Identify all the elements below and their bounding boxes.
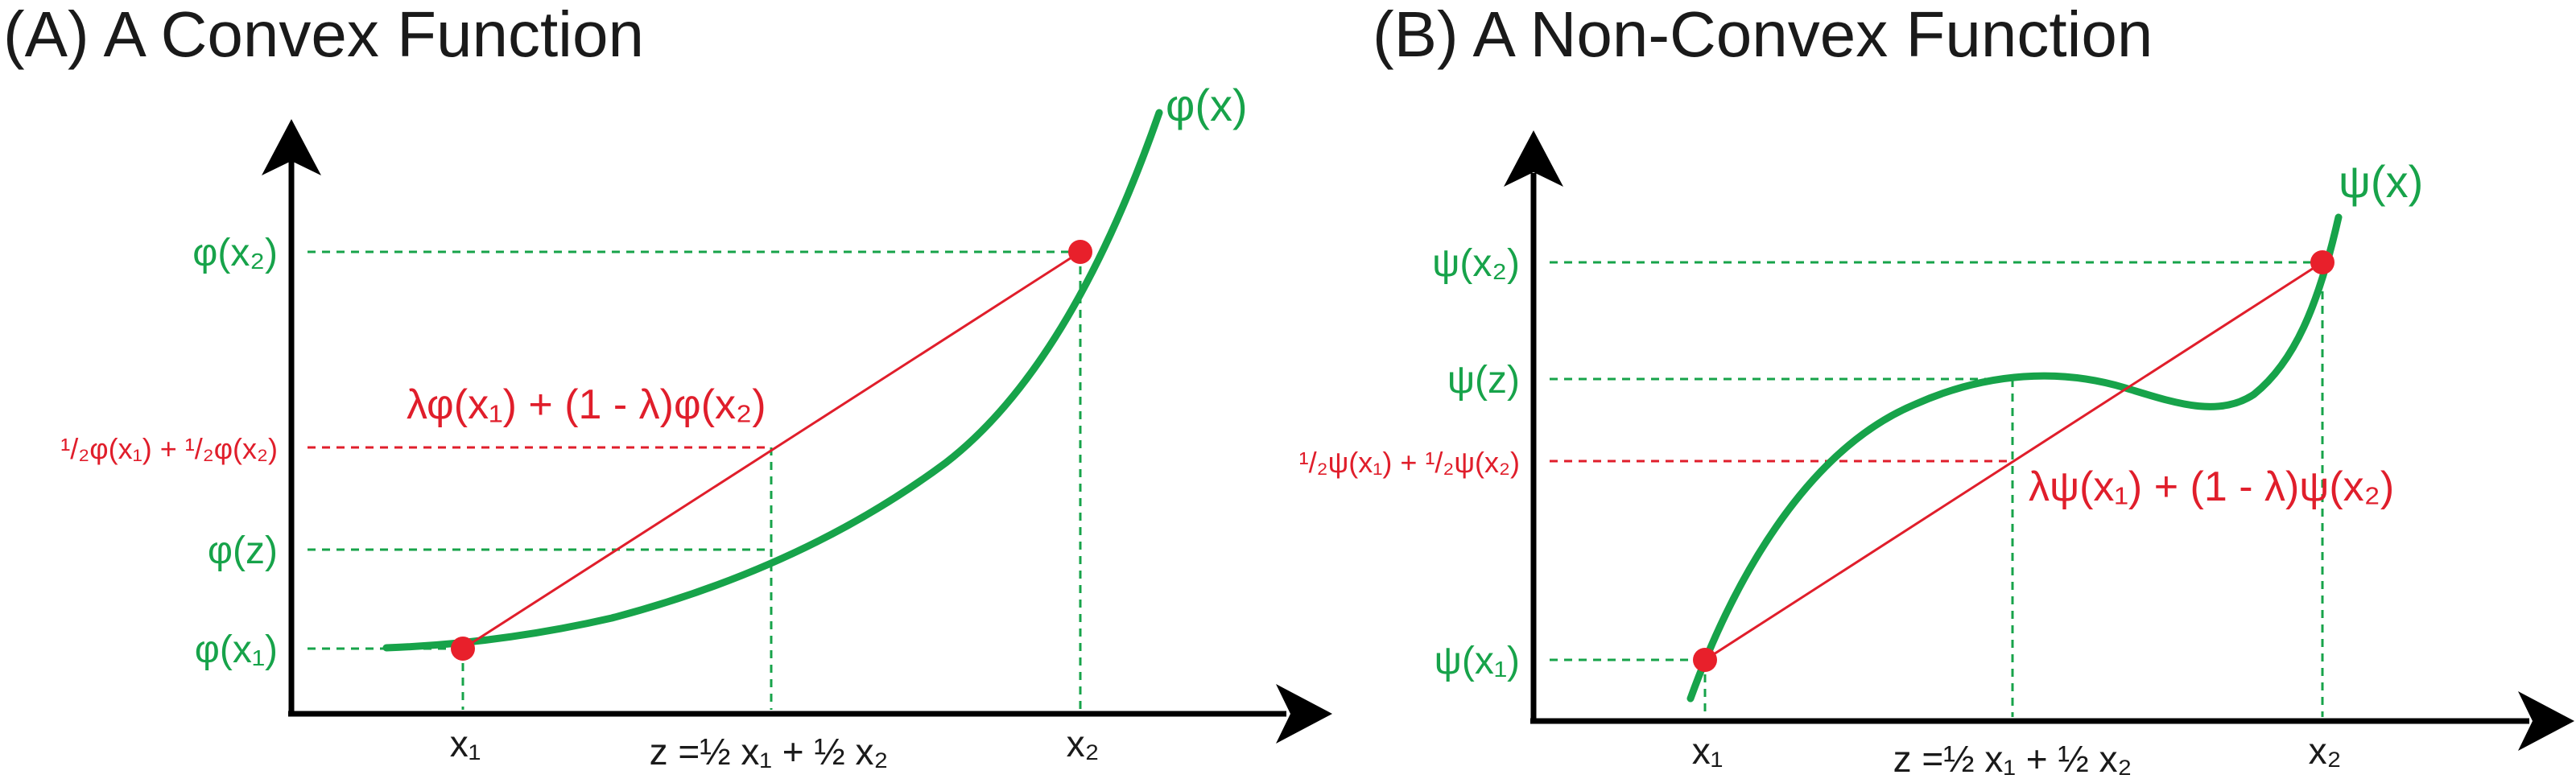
panel-a-label-fx1: φ(x₁) — [195, 628, 278, 671]
panel-a-convex-curve — [382, 109, 1163, 652]
panel-b-label-mix: ¹/₂ψ(x₁) + ¹/₂ψ(x₂) — [1299, 446, 1520, 479]
panel-a-label-mix: ¹/₂φ(x₁) + ¹/₂φ(x₂) — [60, 432, 278, 465]
panel-a-label-fx2: φ(x₂) — [192, 232, 278, 274]
panel-convex: (A) A Convex Function φ(x) φ(x₂) ¹/₂φ(x₁… — [3, 0, 1332, 773]
panel-b-label-fz: ψ(z) — [1447, 359, 1520, 402]
panel-b-point-x1 — [1693, 648, 1717, 672]
panel-a-curve-label: φ(x) — [1166, 80, 1248, 130]
panel-a-chord — [462, 250, 1081, 650]
panel-b-chord — [1704, 261, 2323, 661]
panel-a-chord-label: λφ(x₁) + (1 - λ)φ(x₂) — [407, 381, 766, 428]
panel-a-label-x2: x₂ — [1067, 723, 1100, 764]
panel-a-label-z: z =½ x₁ + ½ x₂ — [650, 731, 889, 773]
panel-b-label-x2: x₂ — [2309, 730, 2342, 772]
panel-a-title: (A) A Convex Function — [3, 0, 644, 70]
panel-b-chord-label: λψ(x₁) + (1 - λ)ψ(x₂) — [2029, 464, 2394, 510]
panel-a-x-arrow — [1276, 684, 1332, 744]
panel-non-convex: (B) A Non-Convex Function ψ(x) ψ(x₂) ψ(z… — [1299, 0, 2574, 780]
panel-b-label-fx1: ψ(x₁) — [1435, 640, 1520, 682]
panel-b-label-x1: x₁ — [1692, 730, 1724, 772]
panel-a-label-x1: x₁ — [450, 723, 481, 764]
panel-a-y-arrow — [262, 119, 321, 175]
panel-b-label-z: z =½ x₁ + ½ x₂ — [1893, 738, 2132, 780]
panel-b-x-arrow — [2518, 691, 2574, 751]
panel-a-label-fz: φ(z) — [208, 530, 278, 572]
panel-a-point-x2 — [1068, 240, 1092, 264]
panel-b-title: (B) A Non-Convex Function — [1373, 0, 2153, 70]
panel-b-label-fx2: ψ(x₂) — [1432, 242, 1520, 285]
panel-b-y-arrow — [1504, 130, 1563, 187]
panel-b-non-convex-curve — [1686, 213, 2343, 703]
panel-b-point-x2 — [2310, 250, 2334, 274]
panel-a-point-x1 — [451, 637, 475, 661]
panel-b-curve-label: ψ(x) — [2339, 156, 2423, 207]
